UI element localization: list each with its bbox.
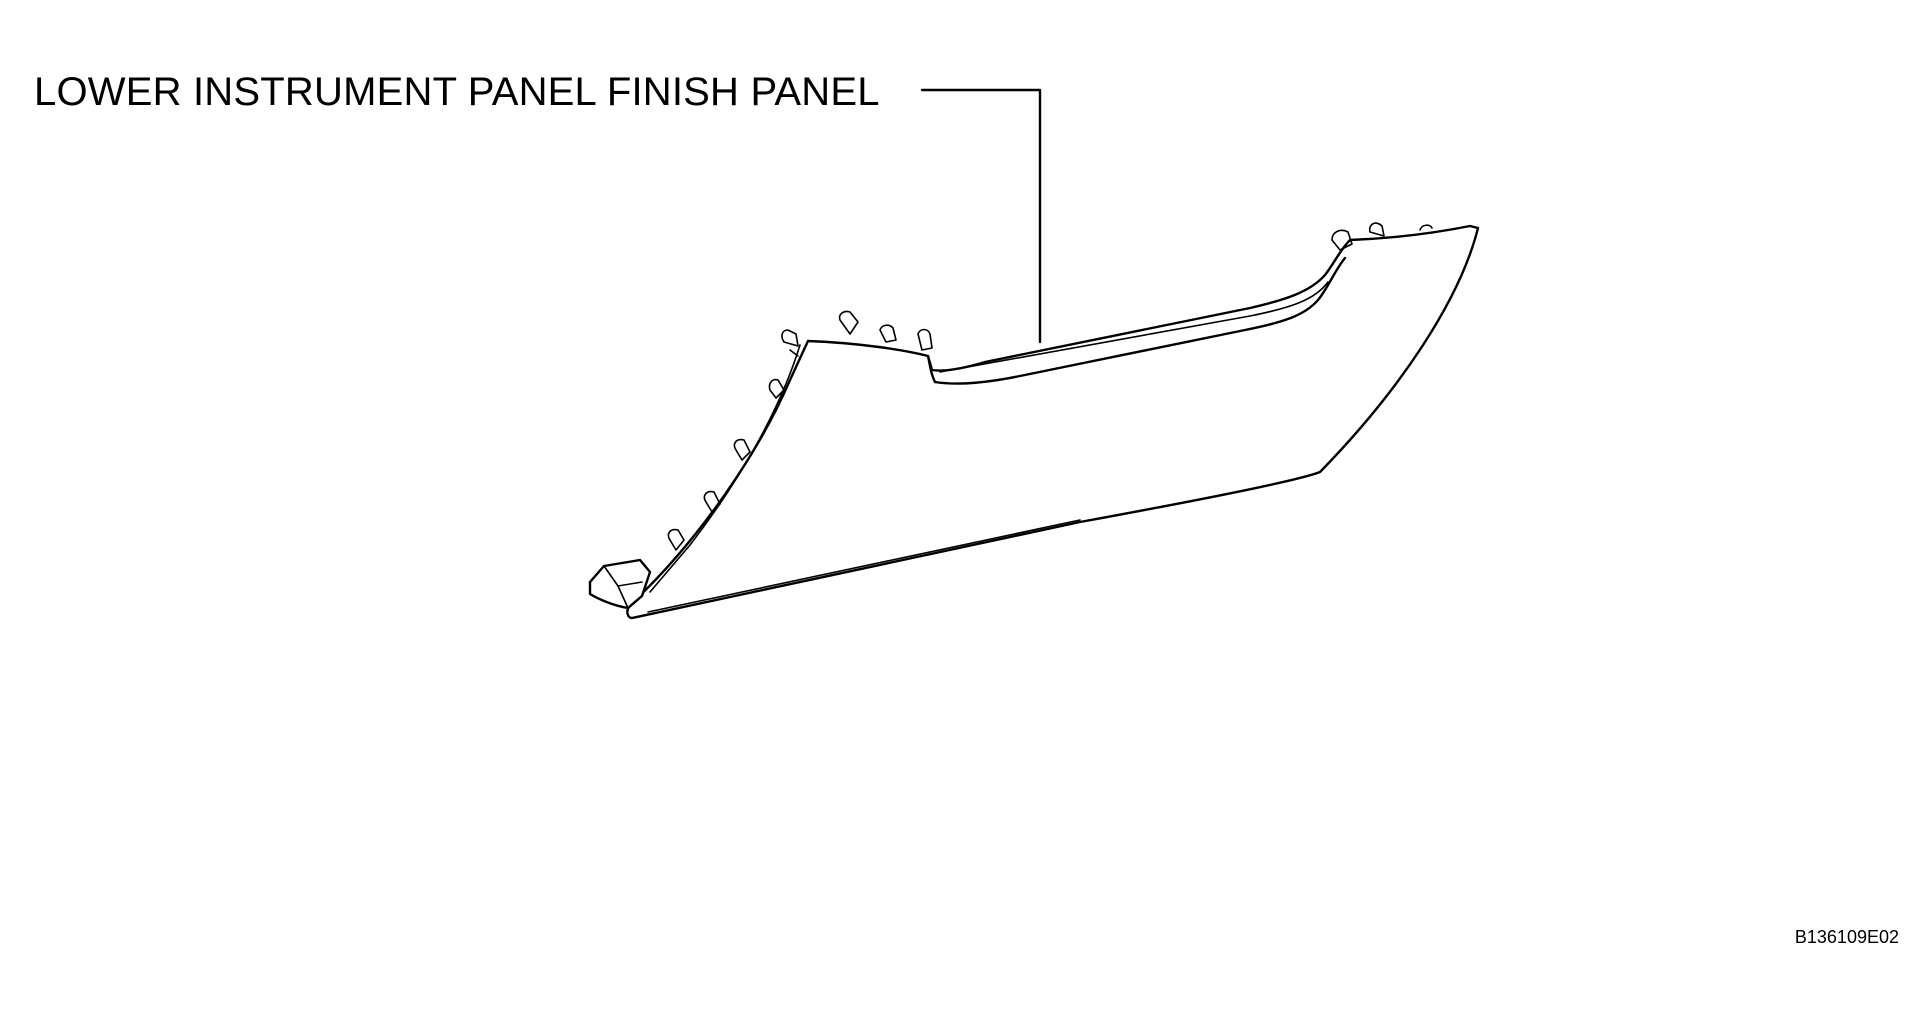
end-tab-side: [617, 585, 629, 609]
left-flange: [649, 344, 801, 593]
clips-right: [1331, 222, 1433, 251]
rim-inner-edge: [933, 256, 1347, 385]
clips-left: [667, 310, 933, 551]
lower-sweep: [647, 519, 1081, 613]
raised-front-edge: [926, 354, 937, 384]
rim-lip: [939, 281, 1329, 373]
part-label: LOWER INSTRUMENT PANEL FINISH PANEL: [34, 70, 880, 114]
end-tab: [588, 558, 652, 610]
drawing-code: B136109E02: [1794, 927, 1899, 947]
panel-body: [626, 224, 1480, 620]
leader-line: [920, 88, 1042, 344]
